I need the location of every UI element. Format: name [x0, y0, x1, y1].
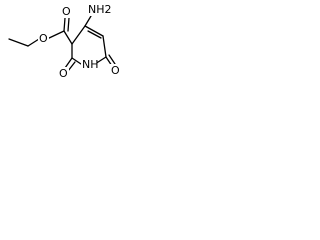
bond-ester-c-o-double-2 [67, 17, 70, 32]
bond-ester-c-o [46, 30, 65, 40]
bond-o-ethyl-ch2 [27, 38, 40, 47]
ester-carbonyl-oxygen-label-background [61, 5, 72, 18]
bond-c6-o-double [108, 54, 116, 65]
bond-c3-ester-c [63, 30, 73, 45]
bond-ethyl-ch2-ch3 [8, 38, 29, 47]
bond-n1-c2 [71, 57, 82, 65]
bond-ester-c-o-double [63, 17, 66, 32]
bond-c4-c5-double [87, 30, 102, 39]
bond-c3-c4 [71, 25, 86, 45]
ring-carbonyl-oxygen-right-label: O [111, 64, 120, 77]
ring-carbonyl-oxygen-left-label: O [59, 67, 68, 80]
ester-oxygen-label-background [38, 32, 49, 45]
bond-c5-c6 [102, 35, 107, 58]
bond-c2-o-double [67, 61, 76, 72]
ring-carbonyl-oxygen-right-label-background [110, 64, 121, 77]
bond-c4-nh2 [84, 15, 92, 27]
ring-nitrogen-label: NH [82, 58, 99, 71]
ring-carbonyl-oxygen-left-label-background [58, 67, 69, 80]
ester-oxygen-label: O [39, 32, 48, 45]
bond-c4-c5 [84, 25, 104, 37]
amine-label-background [86, 2, 111, 16]
amine-label: NH2 [88, 3, 112, 16]
ester-carbonyl-oxygen-label: O [62, 5, 71, 18]
ring-nitrogen-label-background [81, 58, 97, 72]
bond-c2-o [64, 57, 73, 69]
chemical-structure-diagram: NH2 NH O O O O [8, 2, 121, 80]
